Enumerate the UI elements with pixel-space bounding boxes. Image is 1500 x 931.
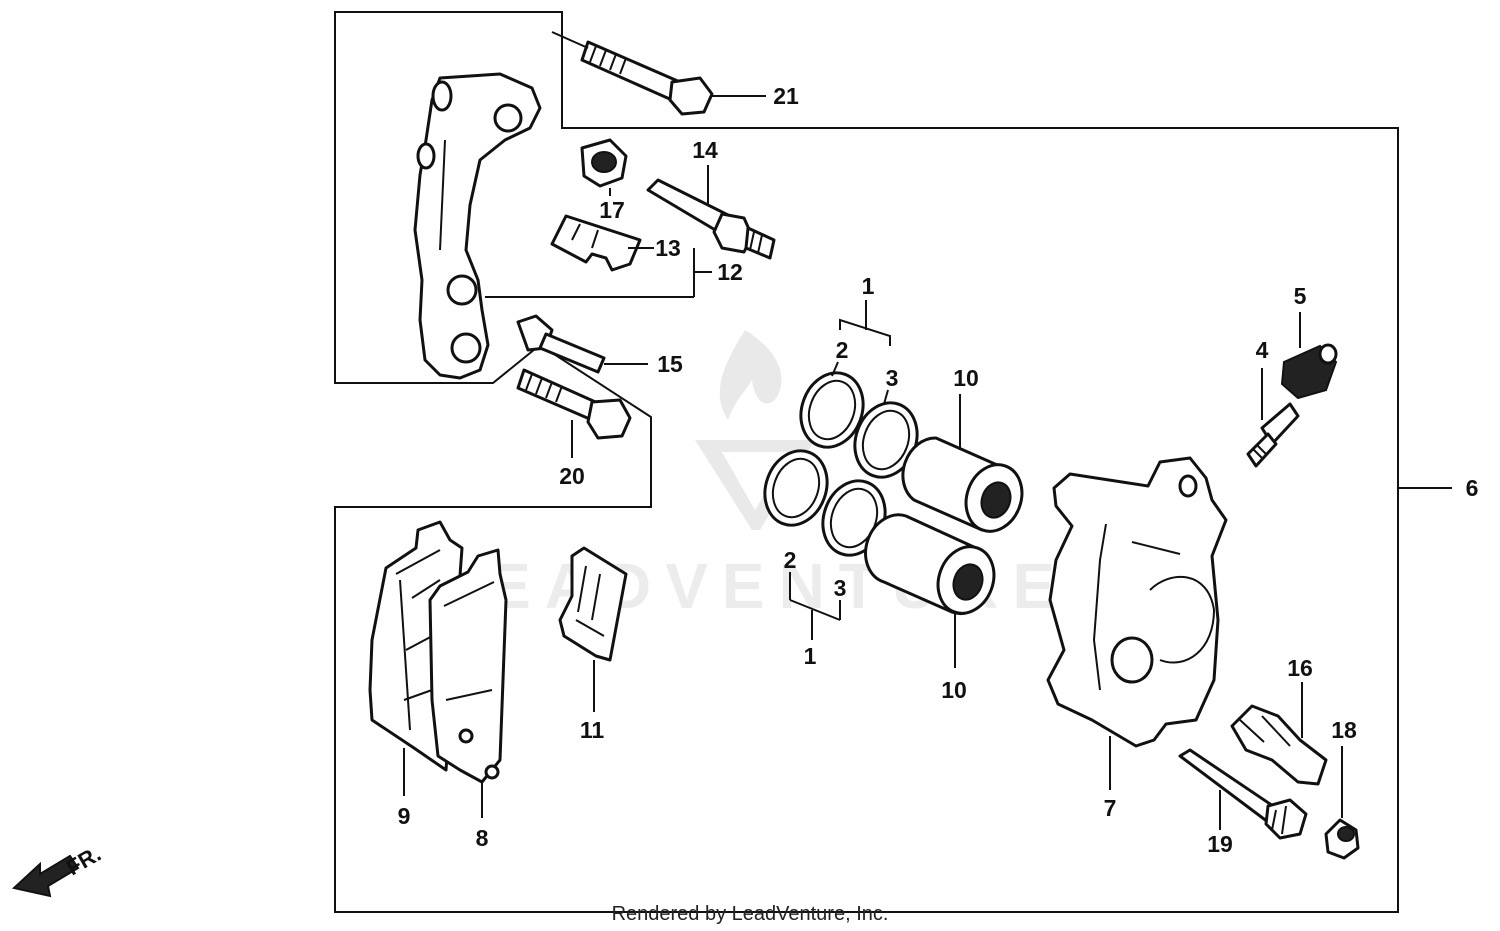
part-18-cap: 18 [1324, 717, 1360, 860]
caliper-bracket [413, 72, 542, 380]
part-12-callout: 12 [485, 248, 743, 298]
callout-18: 18 [1331, 717, 1357, 743]
callout-2-top: 2 [836, 337, 849, 363]
callout-16: 16 [1287, 655, 1313, 681]
callout-10-top: 10 [953, 365, 979, 391]
callout-17: 17 [599, 197, 625, 223]
part-13-clip: 13 [550, 214, 681, 272]
part-6-callout: 6 [1398, 475, 1478, 501]
part-11-pad-spring: 11 [558, 546, 628, 743]
part-1-callout-bottom: 2 3 1 [784, 547, 847, 669]
callout-9: 9 [398, 803, 411, 829]
part-10-piston-lower: 10 [864, 513, 996, 703]
part-19-pin: 19 [1178, 748, 1308, 857]
callout-4: 4 [1256, 337, 1269, 363]
callout-11: 11 [580, 717, 605, 743]
callout-3-top: 3 [886, 365, 899, 391]
callout-19: 19 [1207, 831, 1233, 857]
part-20-bolt: 20 [516, 368, 632, 489]
part-1-callout-top: 1 2 3 [831, 273, 899, 405]
part-10-piston-upper: 10 [901, 365, 1024, 533]
part-14-pin: 14 [646, 137, 776, 260]
callout-15: 15 [657, 351, 683, 377]
callout-5: 5 [1294, 283, 1307, 309]
part-16-plug: 16 [1230, 655, 1328, 786]
callout-8: 8 [476, 825, 489, 851]
assembly-outline [334, 11, 1399, 913]
callout-7: 7 [1104, 795, 1117, 821]
part-15-pin: 15 [516, 314, 683, 377]
callout-10-bottom: 10 [941, 677, 967, 703]
part-4-bleeder-valve: 4 [1246, 337, 1300, 468]
callout-13: 13 [655, 235, 681, 261]
callout-1-bottom: 1 [804, 643, 817, 669]
part-17-boot: 17 [580, 138, 628, 223]
callout-1-top: 1 [862, 273, 875, 299]
callout-14: 14 [692, 137, 718, 163]
callout-6: 6 [1466, 475, 1479, 501]
callout-12: 12 [717, 259, 743, 285]
part-5-bleeder-cap: 5 [1280, 283, 1338, 400]
callout-3-bottom: 3 [834, 575, 847, 601]
callout-2-bottom: 2 [784, 547, 797, 573]
part-8-brake-pad: 8 [428, 548, 508, 851]
part-21-bolt: 21 [551, 31, 799, 116]
callout-21: 21 [773, 83, 799, 109]
front-direction-arrow: FR. [11, 841, 105, 898]
part-7-caliper-body: 7 [1046, 456, 1228, 821]
callout-20: 20 [559, 463, 585, 489]
seal-rings [763, 371, 919, 557]
rendered-by-credit: Rendered by LeadVenture, Inc. [612, 903, 889, 925]
